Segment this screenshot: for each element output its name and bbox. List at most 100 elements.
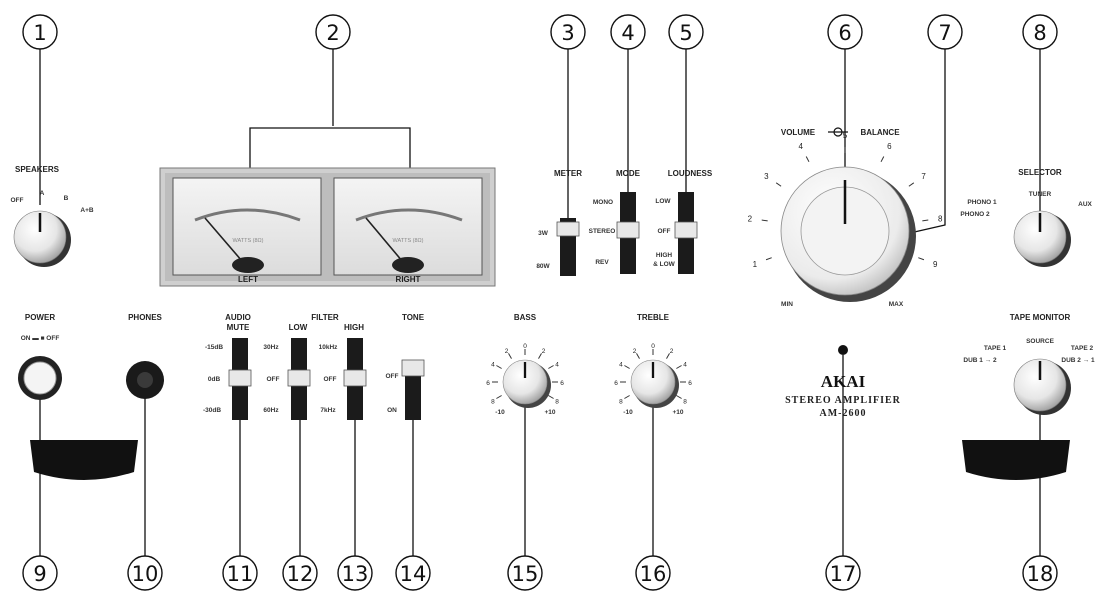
volume-scale-label: 2 — [748, 214, 753, 223]
treble-scale-label: 6 — [614, 380, 618, 387]
callout-number: 16 — [640, 562, 667, 586]
bass-scale-tick — [496, 365, 502, 369]
selector-title: SELECTOR — [1018, 168, 1062, 177]
right-meter-scale-label: WATTS (8Ω) — [393, 238, 424, 244]
meter-80w-label: 80W — [536, 263, 550, 270]
bass-scale-tick — [496, 395, 502, 399]
power-on-off-label: ON ▬ ■ OFF — [21, 335, 60, 342]
tone-off-label: OFF — [386, 373, 399, 380]
tape-monitor-knob[interactable] — [1013, 358, 1071, 415]
callout-number: 2 — [326, 21, 339, 45]
mode-switch[interactable] — [616, 192, 640, 274]
right-meter-label: RIGHT — [396, 275, 421, 284]
mode-stereo-label: STEREO — [589, 228, 616, 235]
volume-scale-label: 7 — [921, 172, 926, 181]
speakers-a-label: A — [40, 190, 45, 197]
callout-8: 8 — [1022, 14, 1058, 232]
treble-knob[interactable] — [630, 359, 679, 408]
volume-scale-label: 3 — [764, 172, 769, 181]
high-filter-switch[interactable] — [343, 338, 367, 420]
callout-number: 8 — [1033, 21, 1046, 45]
speakers-off-label: OFF — [11, 197, 24, 204]
volume-scale-tick — [775, 182, 782, 187]
audio-mute-title-a: AUDIO — [225, 313, 251, 322]
low-filter-switch[interactable] — [287, 338, 311, 420]
callout-5: 5 — [668, 14, 704, 220]
tone-switch[interactable] — [401, 359, 425, 420]
callout-10: 10 — [127, 380, 163, 591]
bass-min-label: -10 — [495, 409, 505, 416]
callout-number: 11 — [227, 562, 254, 586]
mute-0db-label: 0dB — [208, 376, 221, 383]
callout-1: 1 — [22, 14, 58, 205]
volume-scale-tick — [918, 257, 925, 261]
volume-scale-tick — [908, 182, 915, 187]
filter-10khz-label: 10kHz — [319, 344, 339, 351]
volume-knob[interactable] — [800, 180, 890, 276]
loudness-low-label: LOW — [655, 198, 671, 205]
selector-knob[interactable] — [1013, 210, 1071, 267]
power-title: POWER — [25, 313, 55, 322]
treble-scale-label: 0 — [651, 343, 655, 350]
meter-range-switch[interactable] — [556, 218, 580, 276]
bass-knob[interactable] — [502, 359, 551, 408]
phones-jack[interactable] — [126, 361, 164, 399]
callout-14: 14 — [395, 420, 431, 591]
treble-scale-label: 8 — [683, 399, 687, 406]
bass-scale-label: 6 — [486, 380, 490, 387]
callout-number: 10 — [132, 562, 159, 586]
volume-scale-label: 8 — [938, 214, 943, 223]
tape-dub-2-1-label: DUB 2 → 1 — [1061, 357, 1095, 364]
treble-scale-label: 6 — [688, 380, 692, 387]
callout-18: 18 — [1022, 385, 1058, 591]
volume-scale-tick — [880, 156, 885, 163]
callout-number: 1 — [33, 21, 46, 45]
callout-6: 6 — [827, 14, 863, 225]
callout-number: 13 — [342, 562, 369, 586]
tone-title: TONE — [402, 313, 425, 322]
treble-scale-label: 8 — [619, 399, 623, 406]
tape-monitor-title: TAPE MONITOR — [1010, 313, 1071, 322]
filter-high-off-label: OFF — [324, 376, 337, 383]
volume-scale-tick — [761, 219, 768, 222]
treble-scale-tick — [624, 395, 630, 399]
volume-scale-label: 9 — [933, 260, 938, 269]
treble-scale-tick — [624, 365, 630, 369]
treble-min-label: -10 — [623, 409, 633, 416]
volume-scale-label: 1 — [753, 260, 758, 269]
tape-dub-1-2-label: DUB 1 → 2 — [963, 357, 997, 364]
treble-scale-label: 2 — [633, 348, 637, 355]
volume-scale-label: 4 — [798, 142, 803, 151]
left-meter-scale-label: WATTS (8Ω) — [233, 238, 264, 244]
tape-source-label: SOURCE — [1026, 338, 1054, 345]
callout-number: 14 — [400, 562, 427, 586]
speakers-selector: SPEAKERS OFF A B A+B — [11, 165, 94, 214]
brand-model: AM-2600 — [820, 408, 867, 419]
treble-scale-label: 2 — [670, 348, 674, 355]
treble-title: TREBLE — [637, 313, 670, 322]
speakers-knob[interactable] — [13, 210, 71, 267]
audio-mute-switch[interactable] — [228, 338, 252, 420]
filter-7khz-label: 7kHz — [320, 407, 336, 414]
right-foot — [962, 440, 1070, 480]
tape-2-label: TAPE 2 — [1071, 345, 1094, 352]
bass-scale-label: 6 — [560, 380, 564, 387]
callout-2: 2 — [249, 14, 411, 178]
meter-3w-label: 3W — [538, 230, 549, 237]
power-button[interactable] — [18, 356, 62, 400]
callout-16: 16 — [635, 385, 671, 591]
bass-scale-tick — [548, 365, 554, 369]
mode-mono-label: MONO — [593, 199, 613, 206]
bass-scale-tick — [538, 353, 542, 359]
treble-scale-label: 4 — [619, 362, 623, 369]
loudness-switch[interactable] — [674, 192, 698, 274]
callout-3: 3 — [550, 14, 586, 220]
volume-scale-label: 6 — [887, 142, 892, 151]
selector-phono1-label: PHONO 1 — [967, 199, 997, 206]
mode-rev-label: REV — [595, 259, 609, 266]
filter-low-title: LOW — [289, 323, 308, 332]
volume-min-label: MIN — [781, 301, 793, 308]
filter-60hz-label: 60Hz — [263, 407, 279, 414]
